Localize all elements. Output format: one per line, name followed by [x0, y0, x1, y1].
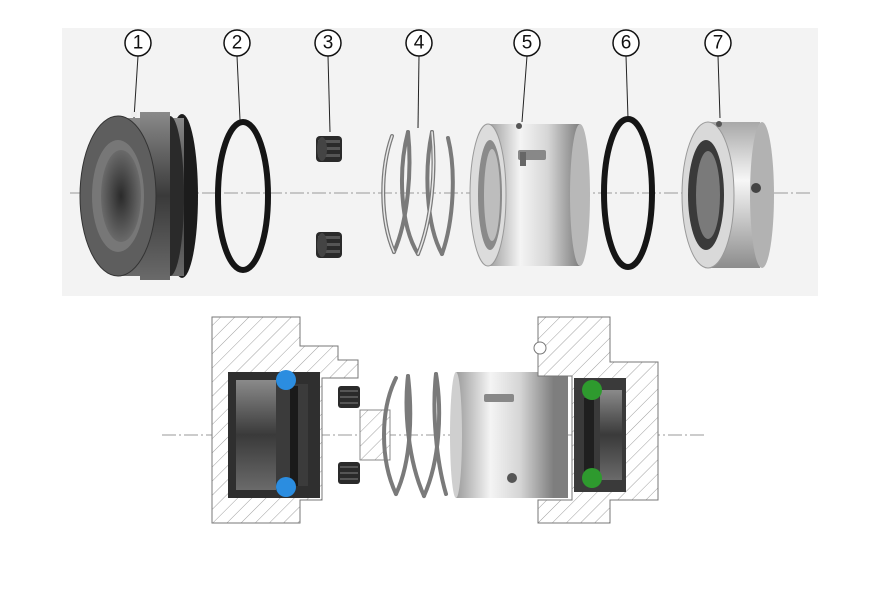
blue-o-ring-bottom — [276, 477, 296, 497]
callout-6-label: 6 — [621, 33, 632, 54]
callout-2-label: 2 — [232, 33, 243, 54]
callout-5-label: 5 — [522, 33, 533, 54]
callout-1: 1 — [124, 29, 152, 57]
blue-o-ring-top — [276, 370, 296, 390]
callout-circle-icon — [314, 29, 342, 57]
part-3-set-screws — [316, 136, 342, 258]
section-set-screw-upper — [338, 386, 360, 408]
part-5-rotating-unit — [469, 123, 590, 267]
callout-4-label: 4 — [414, 33, 425, 54]
set-screw-upper — [316, 136, 342, 162]
callout-leaders — [133, 55, 721, 133]
set-screw-lower — [316, 232, 342, 258]
callout-6: 6 — [612, 29, 640, 57]
left-seat-section — [228, 372, 320, 498]
part-2-o-ring — [215, 119, 271, 273]
section-set-screw-lower — [338, 462, 360, 484]
section-spring — [382, 372, 448, 498]
part-6-o-ring — [601, 116, 655, 270]
callout-circle-icon — [513, 29, 541, 57]
right-seal-section — [574, 378, 626, 492]
callout-4: 4 — [405, 29, 433, 57]
green-o-ring-bottom — [582, 468, 602, 488]
callout-circle-icon — [124, 29, 152, 57]
callout-2: 2 — [223, 29, 251, 57]
callout-3: 3 — [314, 29, 342, 57]
callout-circle-icon — [405, 29, 433, 57]
callout-7-label: 7 — [713, 33, 724, 54]
part-4-spring — [381, 130, 455, 256]
callout-circle-icon — [612, 29, 640, 57]
callout-circle-icon — [704, 29, 732, 57]
callout-7: 7 — [704, 29, 732, 57]
callout-circle-icon — [223, 29, 251, 57]
callout-3-label: 3 — [323, 33, 334, 54]
part-1-stationary-seat — [79, 112, 198, 280]
green-o-ring-top — [582, 380, 602, 400]
callout-5: 5 — [513, 29, 541, 57]
section-rotating-unit — [450, 372, 568, 498]
part-7-collar — [681, 121, 774, 269]
callout-1-label: 1 — [133, 33, 144, 54]
